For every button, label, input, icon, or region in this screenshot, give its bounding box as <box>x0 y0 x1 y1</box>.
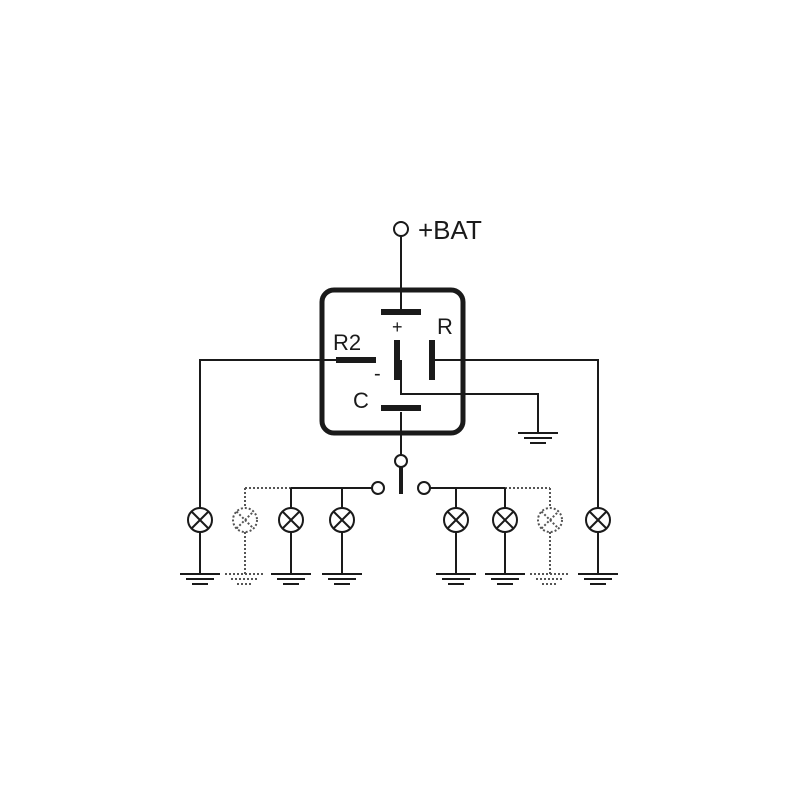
ground-symbol <box>436 573 476 585</box>
relay-housing <box>319 287 466 436</box>
ground-symbol <box>485 573 525 585</box>
lamp <box>578 507 618 585</box>
lamp-group <box>180 488 618 585</box>
lamp-icon <box>232 507 258 533</box>
lamp-icon <box>537 507 563 533</box>
ground-symbol <box>530 573 570 585</box>
ground-symbol <box>180 573 220 585</box>
plus-pin-label: + <box>392 317 403 337</box>
r-wire <box>432 359 599 508</box>
lamp <box>485 488 525 585</box>
ground-symbol <box>322 573 362 585</box>
optional-lamp <box>225 488 265 585</box>
switch-left-terminal <box>371 481 385 495</box>
lamp <box>271 488 311 585</box>
ground-symbol <box>578 573 618 585</box>
switch-common-terminal <box>394 454 408 468</box>
c-pin-label: C <box>353 388 369 413</box>
minus-ground-wire <box>400 360 539 433</box>
lamp <box>436 488 476 585</box>
battery-terminal <box>393 221 409 237</box>
r2-pin-label: R2 <box>333 330 361 355</box>
lamp <box>180 507 220 585</box>
minus-pin-label: - <box>374 363 381 385</box>
r-pin-label: R <box>437 314 453 339</box>
relay-ground-symbol <box>518 432 558 444</box>
supply-label: +BAT <box>418 215 482 245</box>
switch-right-terminal <box>417 481 431 495</box>
ground-symbol <box>225 573 265 585</box>
r2-wire <box>199 359 336 508</box>
lamp <box>322 488 362 585</box>
ground-symbol <box>271 573 311 585</box>
optional-lamp <box>530 488 570 585</box>
